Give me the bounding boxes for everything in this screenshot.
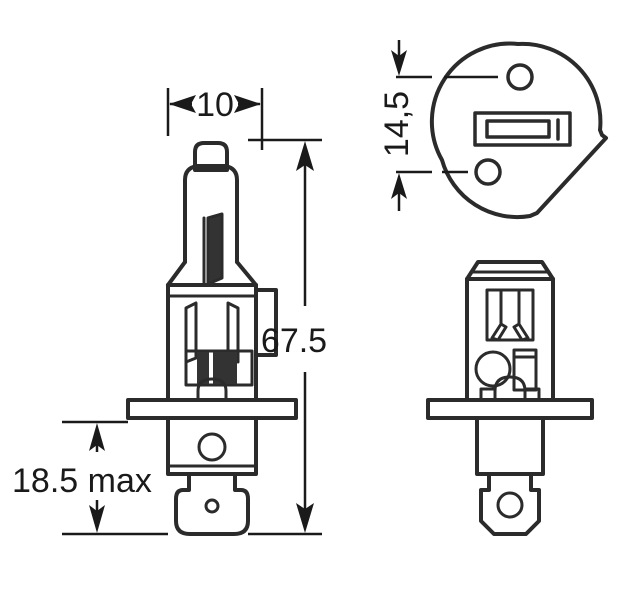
dim145-arrowhead-bottom — [391, 173, 407, 199]
base-slot-left — [184, 301, 198, 364]
cap-hole-upper — [506, 63, 534, 91]
side-filament-leg-left — [490, 322, 508, 342]
glass-tip-cap — [193, 141, 229, 172]
dimension-label-18-5-max: 18.5 max — [12, 462, 152, 500]
connector-pin-hole — [204, 498, 220, 514]
dim10-arrowhead-right — [234, 95, 261, 113]
cap-outline — [429, 41, 608, 220]
dim145-arrowhead-top — [391, 50, 407, 76]
dimension-height-67-5 — [248, 138, 322, 536]
base-lower-block — [166, 416, 258, 476]
dimension-label-width: 10 — [196, 86, 234, 124]
dimension-label-height: 67.5 — [261, 322, 327, 360]
base-arch-detail — [196, 377, 228, 402]
filament-shield — [206, 212, 224, 286]
side-arch-detail — [493, 375, 527, 402]
base-lower-hole — [197, 432, 227, 462]
side-lower-block — [475, 416, 545, 476]
base-connector-pin — [174, 472, 250, 536]
side-connector-pin-hole — [496, 491, 524, 519]
cap-end-view — [429, 41, 608, 220]
front-elevation-view — [126, 141, 298, 536]
base-contact-band — [184, 349, 254, 387]
cap-centre-marks — [396, 75, 498, 174]
side-circle-feature — [474, 350, 512, 388]
glass-shoulder — [166, 260, 258, 287]
dim675-arrowhead-bottom — [296, 503, 314, 533]
dim10-arrowhead-left — [169, 95, 196, 113]
dimension-cap-14-5 — [391, 40, 407, 211]
cap-hole-lower — [474, 158, 502, 186]
contact-band-segment-1 — [197, 352, 209, 384]
base-side-tab — [254, 288, 278, 357]
side-elevation-view — [426, 260, 594, 536]
glass-envelope — [183, 164, 239, 264]
cap-contact-slot-inner — [485, 119, 551, 139]
dimension-height-18-5-max — [62, 420, 168, 536]
dim185-arrowhead-top — [89, 423, 105, 451]
dimension-width-10 — [166, 88, 264, 150]
dim185-arrowhead-bottom — [89, 505, 105, 533]
side-filament-leg-right — [512, 322, 530, 342]
cap-contact-slot-outer — [473, 111, 572, 147]
base-slot-right — [226, 301, 240, 364]
side-connector-pin — [479, 472, 541, 536]
dimension-label-cap-14-5: 14,5 — [378, 91, 416, 157]
dim675-arrowhead-top — [296, 141, 314, 171]
